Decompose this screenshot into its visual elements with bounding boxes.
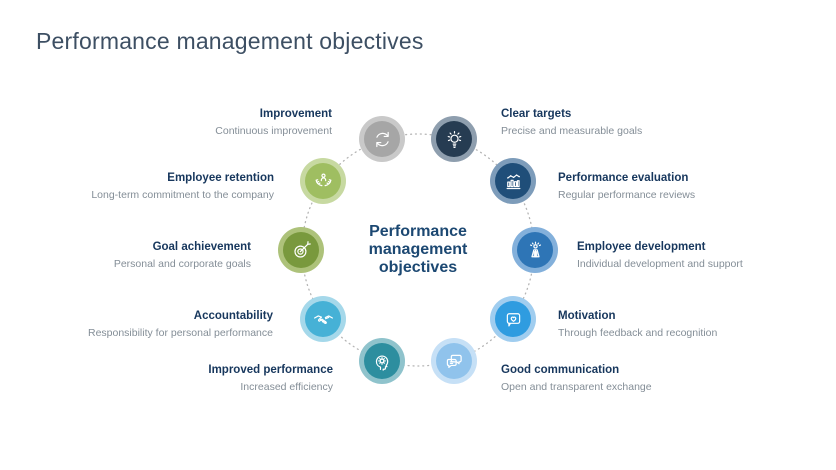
node-circle-improved-performance bbox=[359, 338, 405, 384]
bar-chart-icon bbox=[495, 163, 531, 199]
node-description: Increased efficiency bbox=[240, 381, 333, 393]
node-label: Good communication bbox=[501, 364, 620, 376]
node-label: Improvement bbox=[259, 108, 332, 120]
center-line-2: management bbox=[368, 241, 468, 258]
node-description: Continuous improvement bbox=[215, 125, 332, 137]
node-label: Clear targets bbox=[501, 108, 572, 120]
chat-bubbles-icon bbox=[436, 343, 472, 379]
node-label: Goal achievement bbox=[152, 241, 251, 253]
heart-bubble-icon bbox=[495, 301, 531, 337]
node-label: Motivation bbox=[558, 310, 616, 322]
refresh-icon bbox=[364, 121, 400, 157]
node-label: Performance evaluation bbox=[558, 172, 689, 184]
node-description: Open and transparent exchange bbox=[501, 381, 652, 393]
node-label: Employee retention bbox=[167, 172, 274, 184]
diagram-center-title: Performance management objectives bbox=[333, 223, 503, 277]
target-icon bbox=[283, 232, 319, 268]
person-rays-icon bbox=[517, 232, 553, 268]
node-description: Regular performance reviews bbox=[558, 189, 696, 201]
node-circle-improvement bbox=[359, 116, 405, 162]
node-description: Through feedback and recognition bbox=[558, 327, 718, 339]
node-circle-employee-development bbox=[512, 227, 558, 273]
node-circle-clear-targets bbox=[431, 116, 477, 162]
lightbulb-icon bbox=[436, 121, 472, 157]
node-description: Individual development and support bbox=[577, 258, 743, 270]
node-label: Improved performance bbox=[208, 364, 333, 376]
node-label: Employee development bbox=[577, 241, 706, 253]
node-circle-good-communication bbox=[431, 338, 477, 384]
center-line-1: Performance bbox=[369, 223, 467, 240]
head-gear-icon bbox=[364, 343, 400, 379]
person-hands-icon bbox=[305, 163, 341, 199]
node-description: Personal and corporate goals bbox=[113, 258, 251, 270]
node-description: Precise and measurable goals bbox=[501, 125, 643, 137]
node-description: Long-term commitment to the company bbox=[91, 189, 274, 201]
node-circle-employee-retention bbox=[300, 158, 346, 204]
center-line-3: objectives bbox=[378, 259, 458, 276]
node-circle-motivation bbox=[490, 296, 536, 342]
node-description: Responsibility for personal performance bbox=[87, 327, 273, 339]
page-title: Performance management objectives bbox=[36, 28, 424, 54]
handshake-icon bbox=[305, 301, 341, 337]
node-circle-goal-achievement bbox=[278, 227, 324, 273]
node-label: Accountability bbox=[193, 310, 273, 322]
node-circle-accountability bbox=[300, 296, 346, 342]
node-circle-performance-evaluation bbox=[490, 158, 536, 204]
